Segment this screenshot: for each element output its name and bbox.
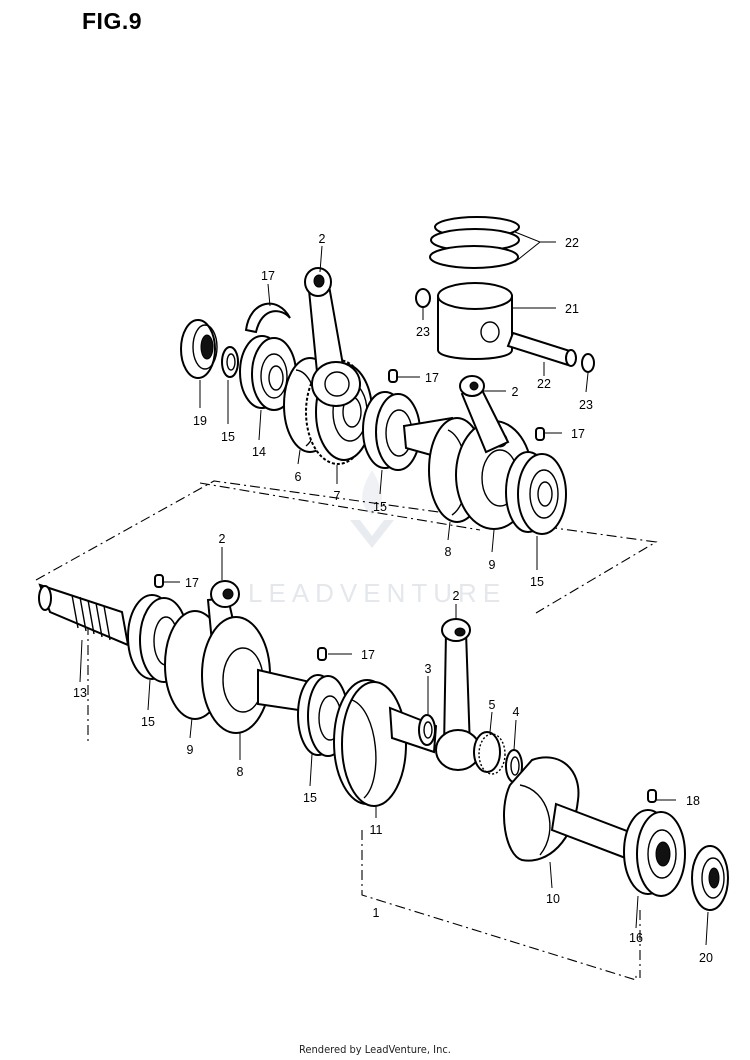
dowel-pin-part-17-upper-a [388, 369, 398, 383]
callout-17: 17 [571, 427, 585, 441]
piston-rings-part-21 [429, 216, 520, 269]
piston-pin-clip-part-23-right [581, 353, 595, 373]
callout-18: 19 [193, 414, 207, 428]
callout-8: 8 [445, 545, 452, 559]
callout-5: 5 [489, 698, 496, 712]
callout-9: 9 [187, 743, 194, 757]
washer-part-14 [221, 346, 239, 378]
callout-15: 15 [530, 575, 544, 589]
bearing-part-15-lower-left [127, 594, 189, 683]
needle-bearing-part-5 [473, 731, 506, 775]
callout-2: 2 [219, 532, 226, 546]
callout-15: 16 [629, 931, 643, 945]
callout-17: 18 [686, 794, 700, 808]
bearing-part-15-upper-right [505, 451, 567, 535]
dowel-pin-part-17-lower-b [317, 647, 327, 661]
leader-lines [79, 231, 709, 946]
callout-19: 20 [699, 951, 713, 965]
callout-15: 15 [141, 715, 155, 729]
crank-flywheel-part-11 [333, 679, 407, 807]
callout-14: 15 [221, 430, 235, 444]
callout-12: 13 [73, 686, 87, 700]
bearing-part-15-lower-right [623, 809, 686, 897]
callout-17: 17 [361, 648, 375, 662]
callout-23: 23 [579, 398, 593, 412]
dowel-pin-part-17-lower-c [647, 789, 657, 803]
thrust-washer-part-3 [418, 714, 436, 746]
piston-pin-part-22 [506, 331, 577, 367]
connecting-rod-part-2-lower-right [435, 618, 481, 771]
retaining-clip-part-16 [244, 302, 291, 334]
callout-1: 1 [373, 906, 380, 920]
piston-part-20 [437, 282, 513, 360]
callout-15: 15 [303, 791, 317, 805]
connecting-rod-part-2-upper-right [459, 375, 510, 454]
figure-title: FIG.9 [82, 8, 143, 34]
crankshaft-end-part-12 [38, 583, 130, 647]
dowel-pin-part-17-upper-b [535, 427, 545, 441]
callout-10: 10 [546, 892, 560, 906]
oil-seal-part-19 [691, 845, 729, 911]
callout-9: 9 [489, 558, 496, 572]
callout-17: 17 [185, 576, 199, 590]
callout-3: 3 [425, 662, 432, 676]
callout-15: 15 [373, 500, 387, 514]
callout-13: 14 [252, 445, 266, 459]
dowel-pin-part-17-lower-a [154, 574, 164, 588]
crank-flywheel-part-10 [503, 756, 580, 862]
connecting-rod-part-2-upper-left [304, 267, 361, 407]
callout-11: 11 [370, 823, 383, 837]
callout-2: 2 [319, 232, 326, 246]
callout-22: 22 [537, 377, 551, 391]
callout-17: 17 [425, 371, 439, 385]
callout-16: 17 [261, 269, 275, 283]
callout-2: 2 [453, 589, 460, 603]
watermark-text: LEADVENTURE [248, 578, 506, 608]
callout-6: 6 [295, 470, 302, 484]
callout-7: 7 [334, 489, 341, 503]
callout-2: 2 [512, 385, 519, 399]
piston-pin-clip-part-23-left [415, 288, 431, 308]
callout-4: 4 [513, 705, 520, 719]
callout-21: 22 [565, 236, 579, 250]
callout-23: 23 [416, 325, 430, 339]
bearing-part-15-upper-center [362, 391, 421, 471]
callout-labels: 2 17 19 15 14 6 7 15 8 9 15 22 21 23 22 … [73, 232, 713, 965]
oil-seal-part-18 [180, 319, 218, 379]
callout-8: 8 [237, 765, 244, 779]
callout-20: 21 [565, 302, 579, 316]
render-credit: Rendered by LeadVenture, Inc. [299, 1043, 451, 1056]
